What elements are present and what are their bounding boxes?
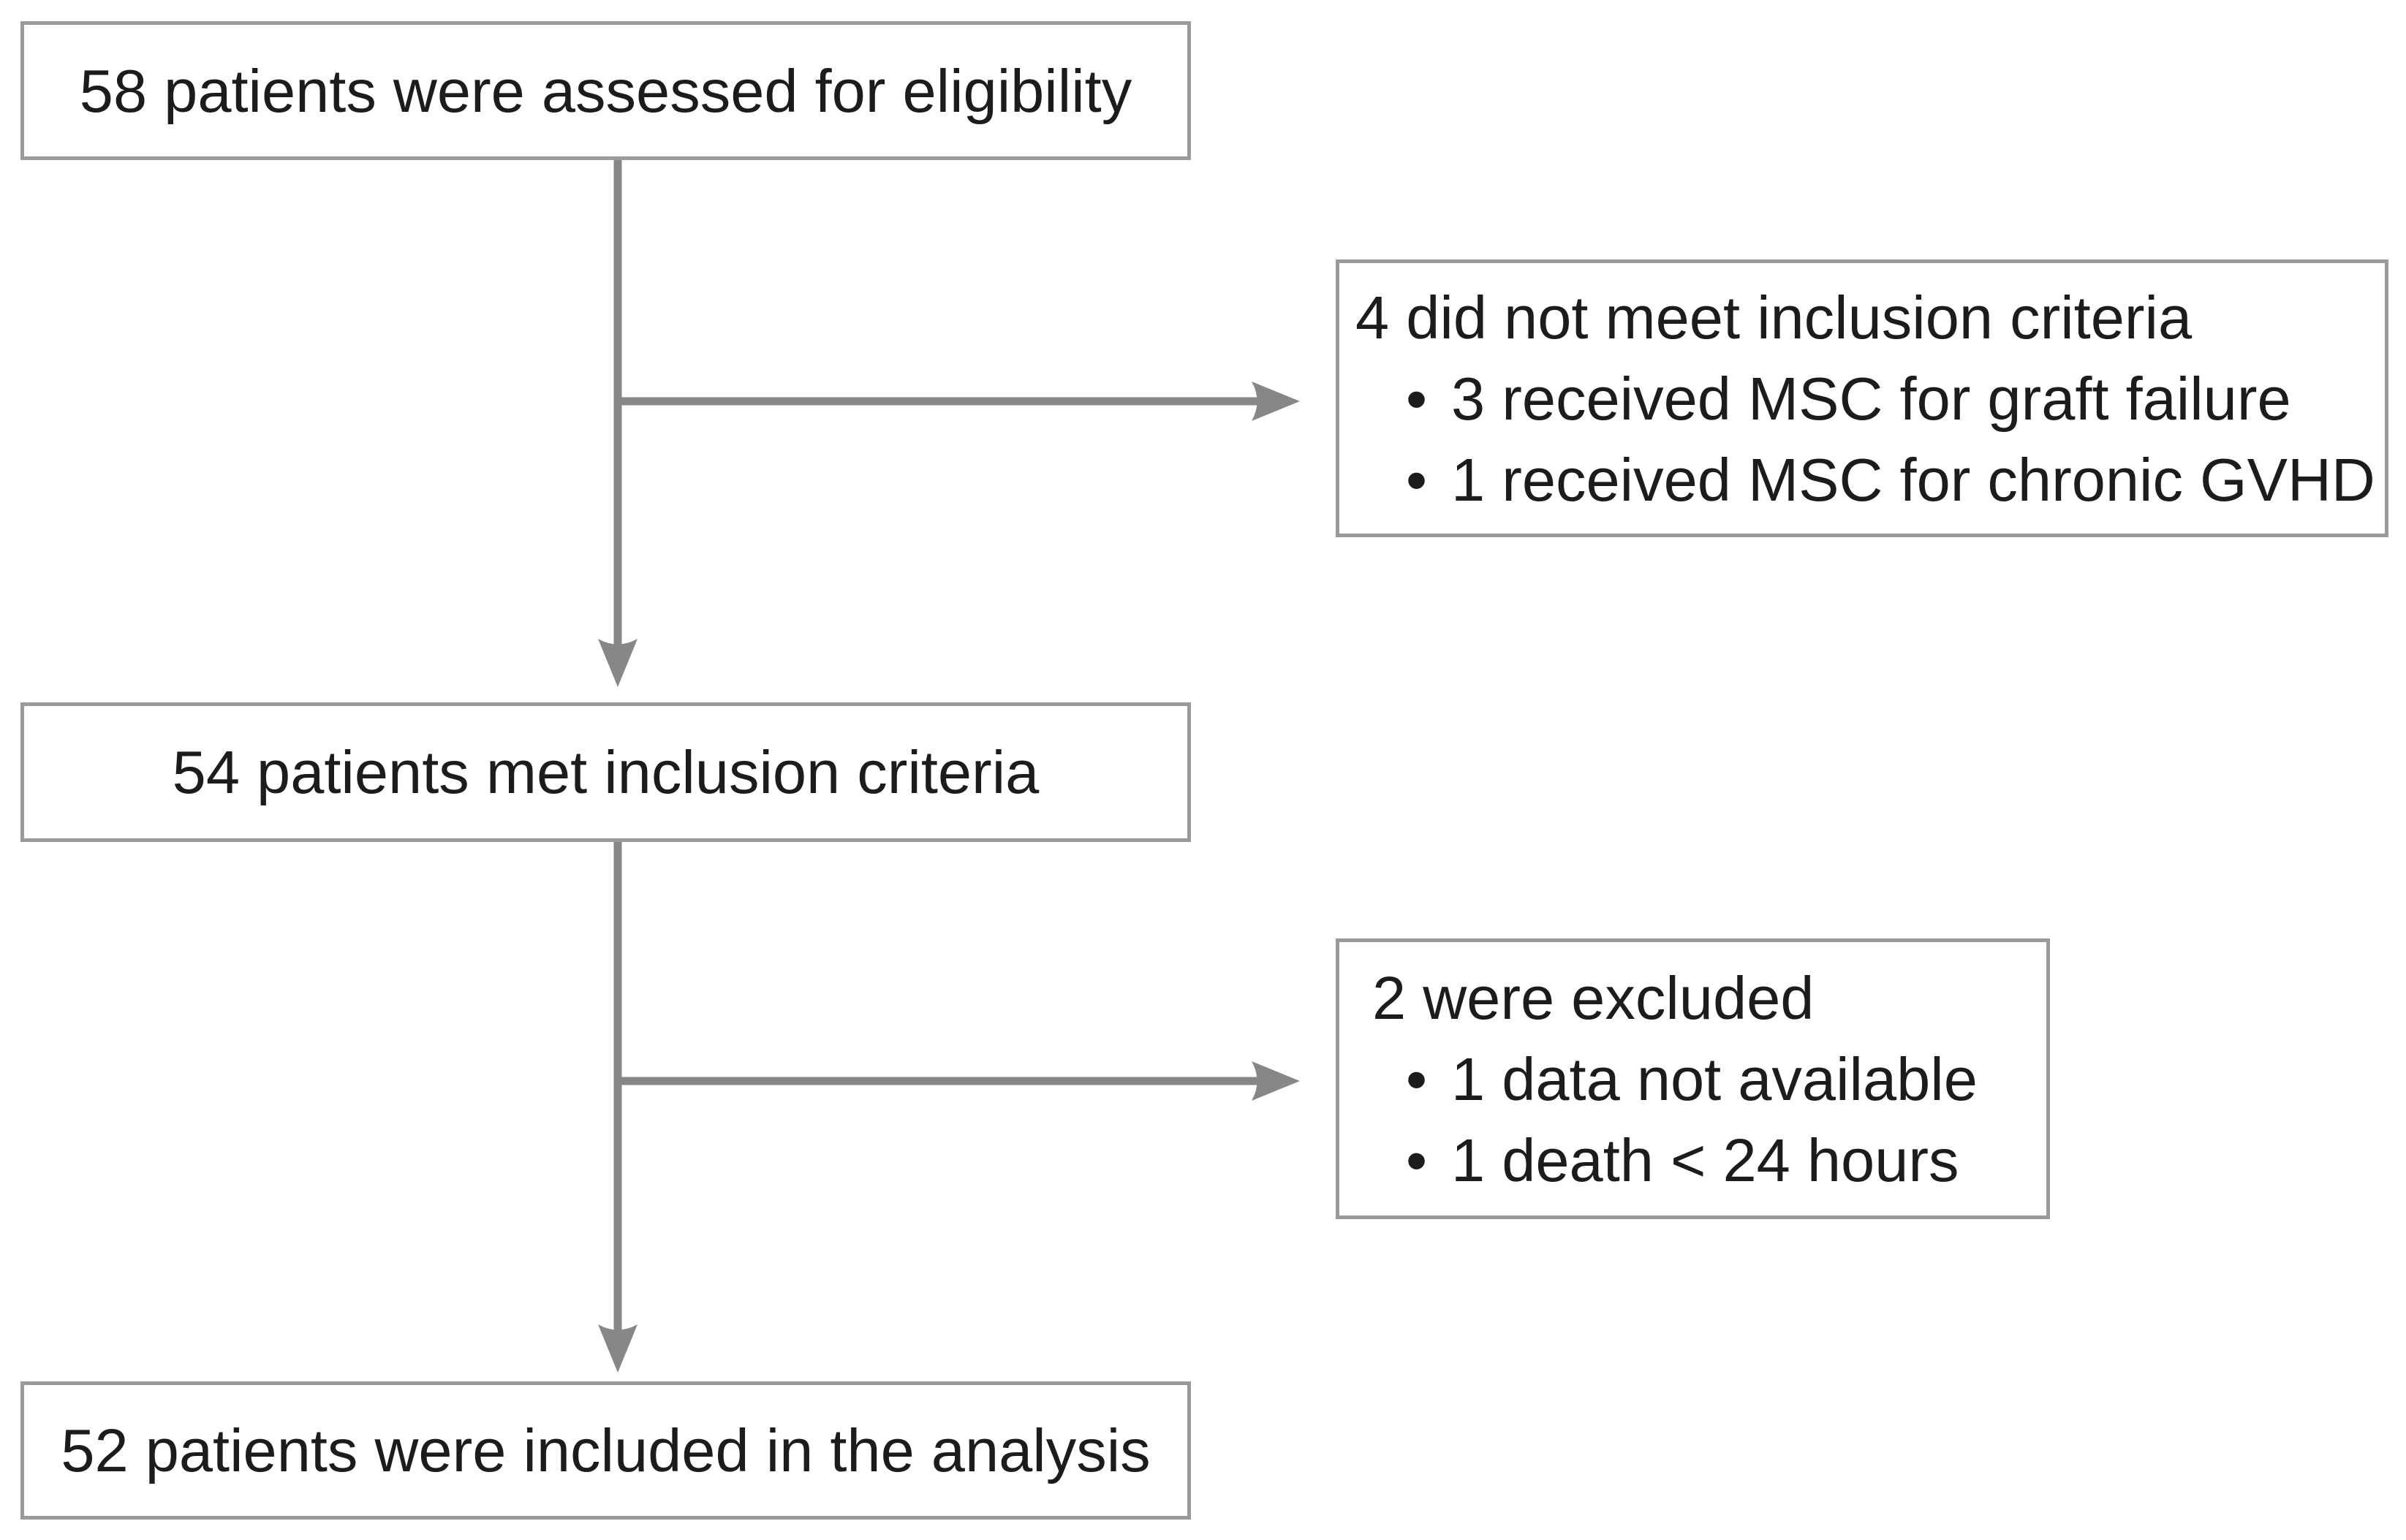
node-met-label: 54 patients met inclusion criteria [172,738,1040,806]
node-analyzed: 52 patients were included in the analysi… [20,1381,1191,1520]
node-not-met-bullet-2: • 1 received MSC for chronic GVHD [1355,439,2385,520]
node-met: 54 patients met inclusion criteria [20,702,1191,842]
node-excluded-bullet-1-text: 1 data not available [1451,1044,1978,1113]
node-not-met: 4 did not meet inclusion criteria • 3 re… [1336,259,2388,537]
node-excluded-bullet-2-text: 1 death < 24 hours [1451,1126,1959,1194]
node-not-met-bullet-1: • 3 received MSC for graft failure [1355,358,2385,439]
arrow-assessed-to-not-met [614,382,1300,421]
arrow-assessed-to-met [598,160,638,687]
node-not-met-heading: 4 did not meet inclusion criteria [1355,283,2193,352]
node-excluded: 2 were excluded • 1 data not available •… [1336,938,2050,1219]
bullet-icon: • [1406,445,1428,514]
bullet-icon: • [1406,364,1428,433]
node-assessed-label: 58 patients were assessed for eligibilit… [79,56,1132,125]
arrow-met-to-analyzed [598,841,638,1373]
arrow-met-to-excluded [614,1061,1300,1101]
node-excluded-heading: 2 were excluded [1372,963,1815,1032]
node-not-met-bullet-1-text: 3 received MSC for graft failure [1451,364,2291,433]
bullet-icon: • [1406,1126,1428,1194]
node-assessed: 58 patients were assessed for eligibilit… [20,21,1191,160]
node-analyzed-label: 52 patients were included in the analysi… [61,1416,1151,1484]
bullet-icon: • [1406,1044,1428,1113]
node-not-met-bullet-2-text: 1 received MSC for chronic GVHD [1451,445,2375,514]
node-excluded-bullet-2: • 1 death < 24 hours [1372,1120,2046,1201]
node-excluded-bullet-1: • 1 data not available [1372,1039,2046,1120]
